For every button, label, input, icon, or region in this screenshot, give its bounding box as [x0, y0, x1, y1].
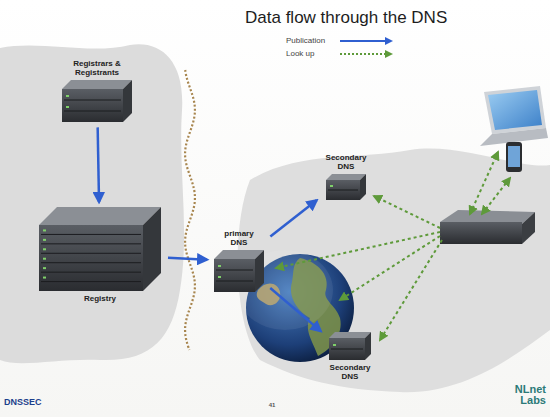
server-side	[143, 207, 161, 291]
phone	[506, 142, 522, 172]
server-slot	[41, 262, 141, 263]
server-front	[329, 338, 365, 360]
server-led	[43, 248, 46, 250]
node-label: Secondary DNS	[321, 152, 371, 172]
server-front	[214, 259, 255, 292]
legend-item: Publication	[286, 34, 394, 47]
server-node: Registrars & Registrants	[55, 58, 139, 124]
legend-item: Look up	[286, 47, 394, 60]
boundary-line	[185, 70, 195, 350]
illustration-part	[470, 152, 498, 214]
illustration-part	[374, 196, 440, 228]
publication-arrow	[270, 288, 320, 331]
legend-arrowhead	[385, 37, 393, 45]
server-led	[218, 276, 221, 278]
illustration-part	[482, 178, 510, 214]
node-label: Secondary DNS	[325, 362, 375, 382]
server-node: Registry	[35, 205, 165, 304]
server-slot	[64, 100, 121, 101]
server-icon	[326, 174, 366, 200]
server-top	[326, 174, 366, 180]
server-slot	[41, 243, 141, 244]
legend-sample	[338, 49, 394, 59]
server-node: Secondary DNS	[319, 152, 373, 202]
legend-line	[340, 40, 386, 42]
server-front	[326, 180, 360, 200]
illustration-part	[522, 212, 535, 244]
server-side	[255, 250, 264, 292]
server-icon	[62, 80, 132, 122]
server-node: primary DNS	[210, 228, 268, 294]
laptop	[480, 86, 548, 146]
illustration-part	[380, 240, 442, 340]
legend-line	[340, 53, 386, 55]
server-led	[66, 106, 69, 108]
illustration-part	[508, 146, 520, 167]
publication-arrow	[270, 200, 316, 236]
server-slot	[328, 190, 358, 191]
legend-text: Look up	[286, 49, 338, 58]
logo-text: DNSSEC	[4, 398, 64, 407]
server-slot	[41, 272, 141, 273]
server-slot	[41, 234, 141, 235]
server-top	[62, 80, 132, 89]
node-label: primary DNS	[219, 228, 259, 248]
server-led	[43, 229, 46, 231]
server-side	[360, 174, 366, 200]
legend-sample	[338, 36, 394, 46]
legend-text: Publication	[286, 36, 338, 45]
lookup-lines	[276, 152, 510, 340]
illustration-part	[276, 232, 440, 268]
server-icon	[214, 250, 264, 292]
server-icon	[39, 207, 161, 291]
resolver-server	[440, 210, 535, 244]
illustration-part	[440, 222, 522, 244]
server-slot	[41, 253, 141, 254]
server-slot	[216, 270, 253, 271]
server-front	[39, 225, 143, 291]
server-icon	[329, 332, 371, 360]
server-slot	[331, 349, 363, 350]
slide-title: Data flow through the DNS	[245, 8, 447, 28]
logo-text: NLnet Labs	[490, 384, 546, 406]
page-number: 41	[262, 402, 282, 408]
server-led	[330, 185, 333, 187]
server-front	[62, 89, 123, 122]
right-region	[238, 149, 550, 393]
legend-arrowhead	[385, 50, 393, 58]
left-region	[0, 44, 184, 363]
server-top	[329, 332, 371, 338]
server-led	[43, 267, 46, 269]
server-slot	[216, 281, 253, 282]
server-top	[39, 207, 161, 225]
server-side	[365, 332, 371, 360]
server-slot	[64, 111, 121, 112]
illustration-part	[488, 90, 542, 130]
server-led	[333, 344, 336, 346]
illustration-part	[440, 210, 535, 224]
legend: PublicationLook up	[286, 34, 394, 60]
server-slot	[41, 281, 141, 282]
illustration-part	[484, 86, 546, 134]
server-led	[43, 258, 46, 260]
server-led	[66, 95, 69, 97]
publication-arrow	[168, 258, 207, 260]
server-node: Secondary DNS	[323, 330, 377, 382]
illustration-part	[506, 142, 522, 172]
publication-arrow	[98, 127, 99, 202]
server-led	[218, 265, 221, 267]
node-label: Registry	[84, 293, 116, 304]
node-label: Registrars & Registrants	[57, 58, 137, 78]
server-led	[43, 277, 46, 279]
server-side	[123, 80, 132, 122]
server-led	[43, 239, 46, 241]
